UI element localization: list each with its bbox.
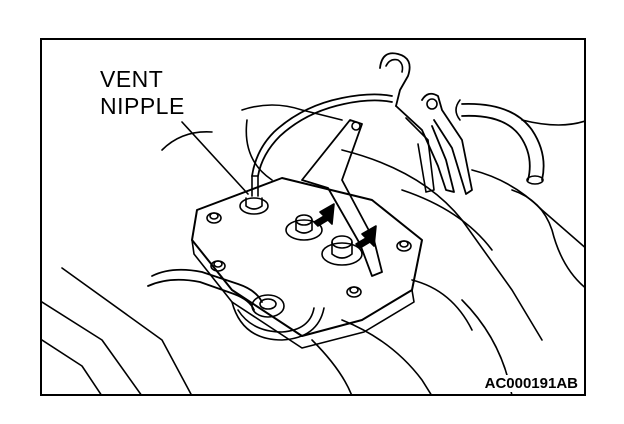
plugs xyxy=(285,214,363,266)
engine-body-outline xyxy=(42,104,584,394)
callout-leader-line xyxy=(181,121,249,195)
bolts xyxy=(206,212,412,298)
vent-nipple xyxy=(239,175,269,215)
figure-code: AC000191AB xyxy=(482,375,580,392)
right-hose xyxy=(455,99,545,185)
bracket xyxy=(301,119,383,277)
callout-line-2: NIPPLE xyxy=(100,93,185,119)
vent-nipple-callout: VENT NIPPLE xyxy=(100,66,185,120)
lower-hose xyxy=(147,268,325,341)
vent-hose xyxy=(251,93,393,177)
direction-arrows xyxy=(313,203,377,249)
mounting-plate xyxy=(191,177,423,349)
callout-line-1: VENT xyxy=(100,66,164,92)
engine-illustration xyxy=(42,52,584,394)
figure-frame: VENT NIPPLE AC000191AB xyxy=(40,38,586,396)
hose-clamp-tool xyxy=(379,52,473,195)
